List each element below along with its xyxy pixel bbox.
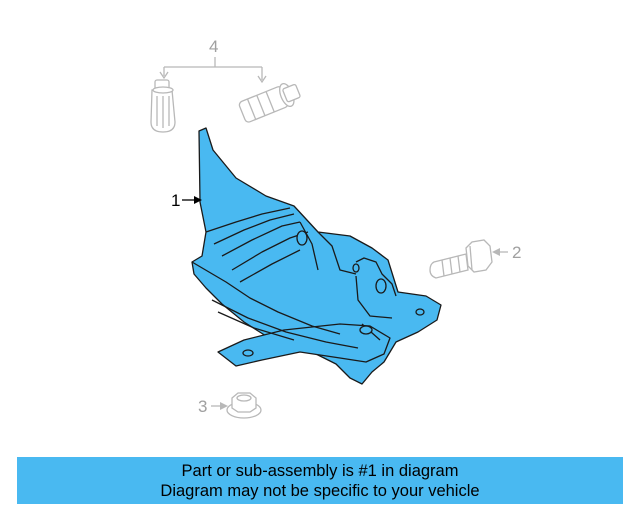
part-1-shield — [191, 127, 442, 385]
parts-diagram: 4 — [150, 37, 521, 419]
push-clip-angled — [238, 83, 301, 123]
info-banner: Part or sub-assembly is #1 in diagram Di… — [17, 457, 623, 504]
banner-line-2: Diagram may not be specific to your vehi… — [160, 481, 480, 500]
shield-arm — [217, 323, 391, 367]
callout-1-group: 1 — [171, 191, 202, 210]
callout-1-label: 1 — [171, 191, 180, 210]
flange-nut — [226, 392, 262, 419]
callout-4-group: 4 — [159, 37, 267, 84]
callout-2-label: 2 — [512, 243, 521, 262]
callout-4-label: 4 — [209, 37, 218, 56]
callout-2-group: 2 — [492, 243, 521, 262]
callout-3-label: 3 — [198, 397, 207, 416]
bolt — [429, 239, 493, 279]
callout-3-group: 3 — [198, 397, 228, 416]
banner-line-1: Part or sub-assembly is #1 in diagram — [181, 461, 459, 480]
push-clip-vertical — [150, 79, 176, 133]
